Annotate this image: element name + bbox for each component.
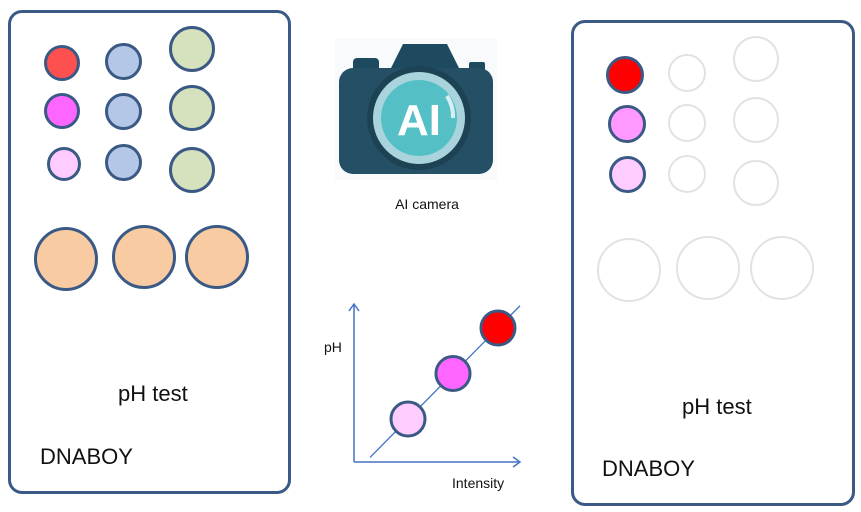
brand-label-left: DNABOY bbox=[40, 444, 133, 469]
empty-slot bbox=[733, 97, 779, 143]
empty-slot bbox=[597, 238, 661, 302]
empty-slot bbox=[668, 155, 706, 193]
x-axis-label: Intensity bbox=[452, 475, 504, 491]
result-dot-red bbox=[606, 56, 644, 94]
sample-dot-peach-2 bbox=[112, 225, 176, 289]
ai-camera-badge: AI bbox=[397, 96, 441, 145]
empty-slot bbox=[733, 36, 779, 82]
sample-dot-blue-3 bbox=[105, 144, 142, 181]
empty-slot bbox=[668, 104, 706, 142]
data-point-1 bbox=[389, 400, 427, 438]
empty-slot bbox=[733, 160, 779, 206]
ai-camera-icon: AI bbox=[335, 38, 497, 180]
ph-intensity-plot: pH Intensity bbox=[324, 302, 522, 491]
y-axis-arrow bbox=[348, 302, 360, 312]
sample-dot-red bbox=[44, 45, 80, 81]
empty-slot bbox=[668, 54, 706, 92]
sample-dot-sage-2 bbox=[169, 85, 215, 131]
x-axis-arrow bbox=[512, 456, 522, 468]
data-point-2 bbox=[434, 355, 472, 392]
y-axis-label: pH bbox=[324, 339, 342, 355]
sample-dot-light-pink bbox=[47, 147, 81, 181]
camera-caption: AI camera bbox=[395, 196, 459, 212]
empty-slot bbox=[676, 236, 740, 300]
sample-dot-peach-1 bbox=[34, 227, 98, 291]
ph-test-label-right: pH test bbox=[682, 394, 752, 419]
result-dot-magenta bbox=[608, 105, 646, 143]
result-dot-light-pink bbox=[609, 156, 646, 193]
sample-dot-peach-3 bbox=[185, 225, 249, 289]
data-point-3 bbox=[479, 309, 517, 347]
sample-dot-magenta bbox=[44, 93, 80, 129]
empty-slot bbox=[750, 236, 814, 300]
ph-test-label-left: pH test bbox=[118, 381, 188, 406]
sample-dot-sage-3 bbox=[169, 147, 215, 193]
brand-label-right: DNABOY bbox=[602, 456, 695, 481]
sample-dot-blue-1 bbox=[105, 43, 142, 80]
sample-dot-blue-2 bbox=[105, 93, 142, 130]
sample-dot-sage-1 bbox=[169, 26, 215, 72]
